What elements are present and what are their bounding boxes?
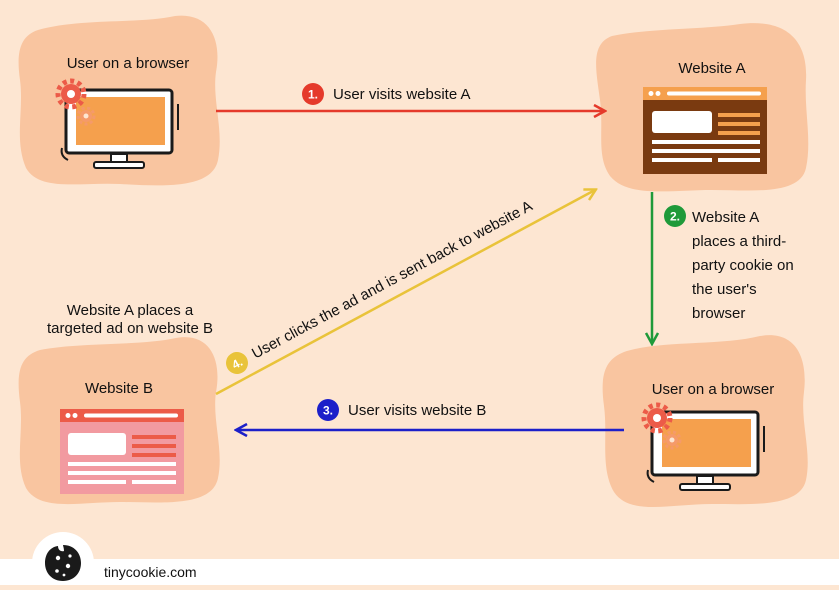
step-3-label: User visits website B xyxy=(348,402,486,419)
node-user-browser-bottom: User on a browser xyxy=(602,335,808,507)
node-website-b: Website B xyxy=(18,337,220,505)
note-line-1: Website A places a xyxy=(67,302,194,319)
step-4-label: User clicks the ad and is sent back to w… xyxy=(249,198,535,363)
gear-small-icon xyxy=(76,106,96,126)
step-1: 1. User visits website A xyxy=(216,83,604,111)
website-a-icon xyxy=(643,87,767,174)
node-label: Website A xyxy=(678,60,745,77)
step-2-number: 2. xyxy=(670,210,680,224)
step-1-label: User visits website A xyxy=(333,86,471,103)
step-2-line-3: party cookie on xyxy=(692,257,794,274)
step-3-badge xyxy=(317,399,339,421)
cookie-icon xyxy=(32,532,94,590)
step-2-badge xyxy=(664,205,686,227)
node-label: User on a browser xyxy=(652,381,775,398)
step-4-badge xyxy=(226,352,248,374)
step-2-line-1: Website A xyxy=(692,209,759,226)
note-targeted-ad: Website A places a targeted ad on websit… xyxy=(47,302,213,337)
node-label: Website B xyxy=(85,380,153,397)
gear-icon xyxy=(641,402,673,434)
step-3: 3. User visits website B xyxy=(237,399,624,430)
note-line-2: targeted ad on website B xyxy=(47,320,213,337)
step-2-line-2: places a third- xyxy=(692,233,786,250)
step-4: 4. User clicks the ad and is sent back t… xyxy=(215,190,595,396)
step-2-line-5: browser xyxy=(692,305,745,322)
step-2-line-4: the user's xyxy=(692,281,757,298)
node-label: User on a browser xyxy=(67,55,190,72)
step-1-badge xyxy=(302,83,324,105)
website-b-icon xyxy=(60,409,184,494)
gear-icon xyxy=(55,78,87,110)
step-1-number: 1. xyxy=(308,88,318,102)
gear-small-icon xyxy=(662,430,682,450)
step-2: 2. Website A places a third- party cooki… xyxy=(652,192,794,343)
footer-bar xyxy=(0,559,839,585)
node-website-a: Website A xyxy=(596,23,809,192)
step-4-arrow xyxy=(215,190,595,396)
footer-domain: tinycookie.com xyxy=(104,564,197,580)
step-3-number: 3. xyxy=(323,404,333,418)
node-user-browser-top: User on a browser xyxy=(18,15,220,186)
